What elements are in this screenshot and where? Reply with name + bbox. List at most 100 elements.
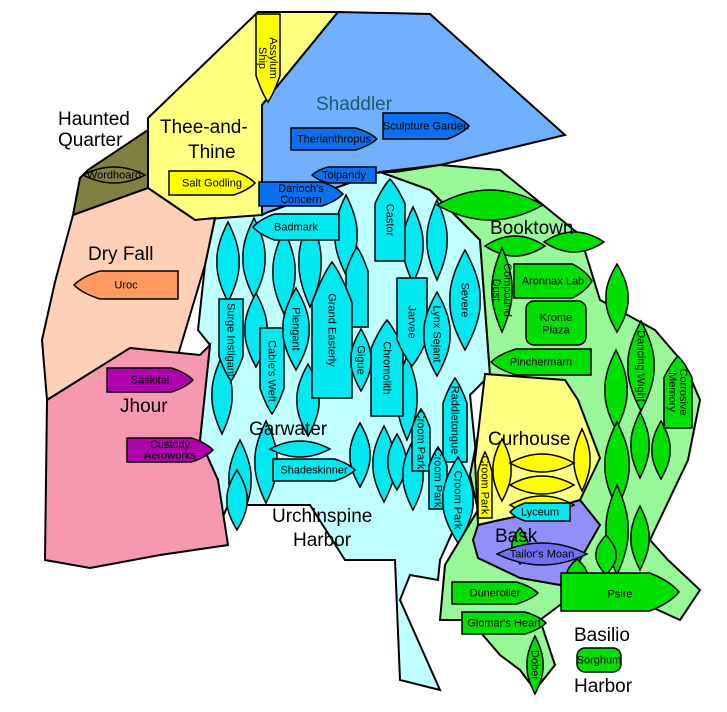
ship-label: Severe (458, 283, 470, 318)
label-booktown: Booktown (490, 218, 573, 239)
ship-label: CorrosiveMemory (666, 368, 689, 415)
label-haunted-quarter: Haunted (58, 109, 130, 130)
ship-label: Dober (528, 650, 540, 680)
ship-jarvee[interactable]: Jarvee (396, 277, 428, 368)
ship-shape (663, 354, 693, 429)
ship-label: Glomar's Heart (467, 618, 541, 630)
label-urchinspine-2: Harbor (293, 530, 352, 551)
ship-croom-park-1[interactable]: Croom Park (411, 407, 431, 472)
label-thee-and-thine: Thee-and- (160, 117, 248, 138)
ship-shape (526, 634, 544, 696)
ship-raddletongue[interactable]: Raddletongue (442, 376, 468, 463)
ship-aronnax-lab[interactable]: Aronnax Lab (513, 263, 593, 299)
unnamed-ship (226, 468, 248, 532)
ship-uroc[interactable]: Uroc (72, 270, 179, 300)
ship-sculpture-garden[interactable]: Sculpture Garden (382, 112, 471, 140)
ship-croom-park-4[interactable]: Croom Park (477, 450, 493, 519)
unnamed-ship (387, 432, 407, 492)
ship-shape (81, 166, 147, 184)
ship-badmark[interactable]: Badmark (251, 213, 340, 241)
ship-label: Gigue (354, 345, 366, 374)
ship-label: AssylumShip (256, 37, 279, 79)
ship-label: Salt Godling (182, 178, 242, 190)
unnamed-ship (651, 419, 671, 481)
ship-label: Sculpture Garden (383, 121, 469, 133)
ship-label: Chromolith (380, 341, 392, 394)
unnamed-ship (542, 231, 606, 253)
ship-wordhoard[interactable]: Wordhoard (81, 166, 147, 184)
unnamed-ship (630, 410, 650, 480)
ship-label: Uroc (114, 280, 138, 292)
ship-shape (374, 177, 406, 262)
ship-shape (491, 246, 513, 334)
ship-shape (311, 260, 353, 399)
label-jhour: Jhour (120, 396, 168, 417)
ship-label: Psire (607, 588, 632, 600)
ship-label: Jarvee (405, 305, 417, 338)
ship-psire[interactable]: Psire (560, 572, 680, 612)
label-curhouse: Curhouse (488, 429, 570, 450)
ship-label: Aronnax Lab (522, 276, 584, 288)
ship-sorghum[interactable]: Sorghum (576, 647, 622, 673)
ship-shape (560, 572, 680, 612)
ship-shape (258, 181, 345, 207)
ship-assylum-ship[interactable]: AssylumShip (255, 13, 281, 104)
ship-shape (251, 213, 340, 241)
ship-shape (272, 458, 357, 482)
unnamed-ship (268, 440, 332, 458)
ship-castor[interactable]: Castor (374, 177, 406, 262)
ship-label: Sorghum (577, 655, 622, 667)
ship-label: Dancing Wight (634, 330, 646, 402)
ship-dober[interactable]: Dober (526, 634, 544, 696)
ship-pinchermarn[interactable]: Pinchermarn (489, 348, 592, 376)
ship-therianthropus[interactable]: Therianthropus (290, 127, 379, 151)
ship-duneroller[interactable]: Duneroller (451, 581, 540, 605)
ship-glomar-s-heart[interactable]: Glomar's Heart (461, 611, 548, 635)
unnamed-ship (573, 427, 591, 493)
ship-corrosive-memory[interactable]: CorrosiveMemory (663, 354, 693, 429)
unnamed-ship (426, 198, 448, 282)
ship-chromolith[interactable]: Chromolith (370, 318, 404, 417)
ship-shape (442, 376, 468, 463)
ship-label: Croom Park (451, 471, 463, 530)
ship-label: Lyceum (521, 507, 559, 519)
ship-shape (411, 407, 431, 472)
unnamed-ship (630, 504, 650, 572)
ship-label: Raddletongue (448, 386, 460, 455)
ship-tolpandy[interactable]: Tolpandy (310, 166, 377, 184)
ship-shape (282, 286, 310, 372)
ship-label: Plengant (289, 307, 301, 350)
ship-surge-instigant[interactable]: Surge Instigant (218, 298, 244, 383)
ship-shape (576, 647, 622, 673)
ship-label: Saskital (131, 375, 170, 387)
district-labels: Haunted Quarter Thee-and- Thine Shaddler… (58, 94, 633, 697)
ship-shape (477, 450, 493, 519)
ship-label: Castor (383, 204, 395, 237)
ship-plengant[interactable]: Plengant (282, 286, 310, 372)
ship-tailor-s-moan[interactable]: Tailor's Moan (495, 542, 589, 566)
ship-shape (627, 319, 655, 413)
ship-shadeskinner[interactable]: Shadeskinner (272, 458, 357, 482)
ship-cable-s-weft[interactable]: Cable's Weft (259, 327, 285, 416)
ship-shape (106, 367, 195, 393)
ship-lyceum[interactable]: Lyceum (508, 502, 571, 522)
ship-shape (449, 248, 481, 352)
ship-label: Therianthropus (297, 134, 371, 146)
ship-shape (451, 581, 540, 605)
ship-dancing-wight[interactable]: Dancing Wight (627, 319, 655, 413)
ship-lynx-sejant[interactable]: Lynx Sejant (423, 290, 451, 378)
ship-saskital[interactable]: Saskital (106, 367, 195, 393)
ship-compound-dust[interactable]: CompoundDust (490, 246, 513, 334)
ship-salt-godling[interactable]: Salt Godling (168, 170, 257, 196)
ship-label: Cable's Weft (265, 340, 277, 402)
ship-croom-park-3[interactable]: Croom Park (442, 455, 474, 545)
ship-label: Tailor's Moan (510, 549, 574, 561)
ship-grand-easterly[interactable]: Grand Easterly (311, 260, 353, 399)
ship-severe[interactable]: Severe (449, 248, 481, 352)
unnamed-ship (435, 189, 545, 221)
